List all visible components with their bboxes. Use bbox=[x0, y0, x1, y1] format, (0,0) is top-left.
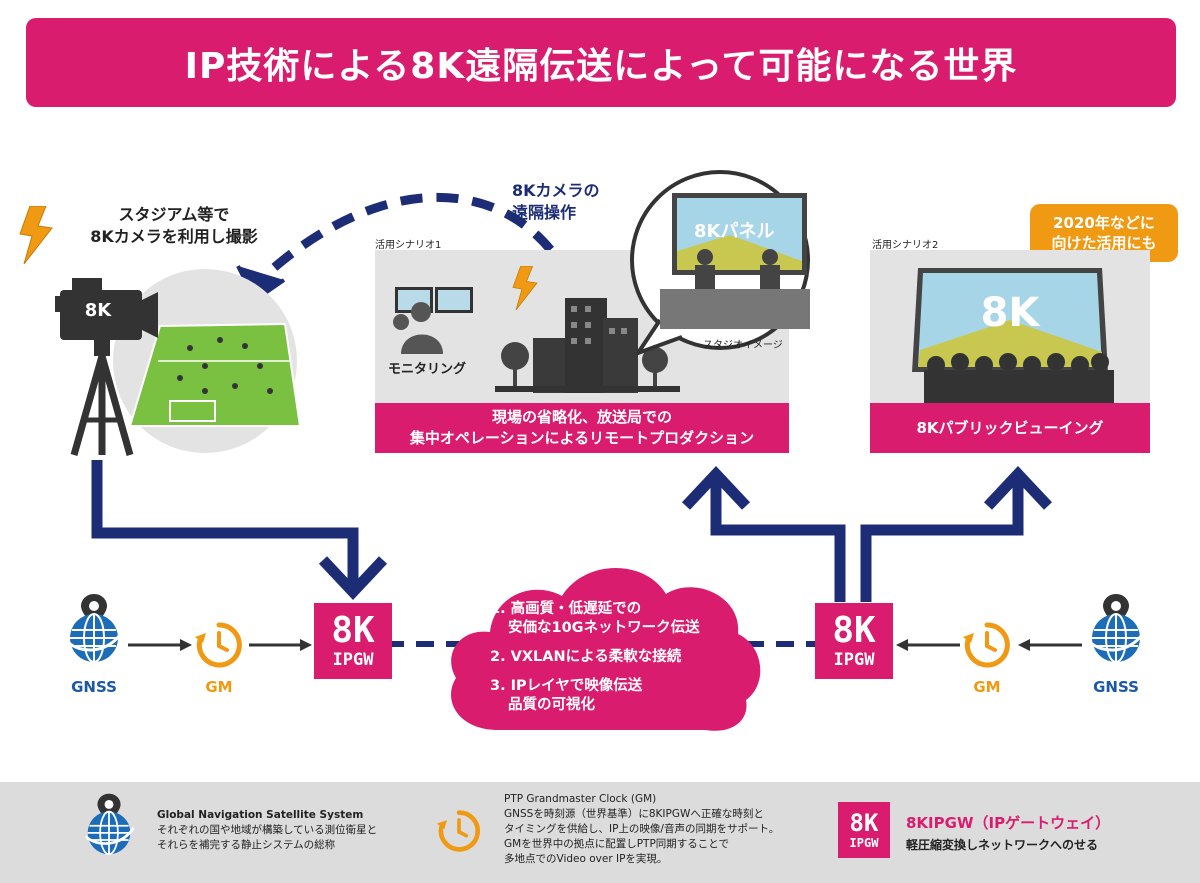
gnss-label-left: GNSS bbox=[71, 678, 117, 696]
gnss-globe-icon bbox=[66, 592, 122, 664]
monitoring-label: モニタリング bbox=[388, 362, 467, 377]
studio-bubble bbox=[630, 170, 810, 355]
monitoring-illustration bbox=[393, 287, 473, 354]
camera-badge: 8K bbox=[84, 300, 112, 321]
public-viewing-illustration bbox=[912, 268, 1114, 403]
signal-bolt-icon bbox=[16, 206, 56, 266]
gm-clock-icon bbox=[962, 620, 1012, 670]
signal-bolt-icon bbox=[510, 266, 540, 312]
ipgw-right: 8K IPGW bbox=[815, 603, 893, 679]
legend-gm: PTP Grandmaster Clock (GM) GNSSを時刻源（世界基準… bbox=[504, 793, 780, 865]
broadcast-building-illustration bbox=[495, 298, 680, 393]
studio-label: スタジオイメージ bbox=[703, 340, 783, 351]
stadium-caption: スタジアム等で 8Kカメラを利用し撮影 bbox=[90, 205, 258, 246]
legend-gnss: Global Navigation Satellite System それぞれの… bbox=[157, 809, 378, 851]
stadium-field-illustration bbox=[113, 269, 302, 453]
remote-caption: 8Kカメラの 遠隔操作 bbox=[512, 181, 600, 222]
scenario1-label: 活用シナリオ1 bbox=[375, 240, 442, 251]
ipgw-left: 8K IPGW bbox=[314, 603, 392, 679]
public-screen-label: 8K bbox=[980, 290, 1040, 336]
page-title: IP技術による8K遠隔伝送によって可能になる世界 bbox=[26, 18, 1176, 107]
scenario2-label: 活用シナリオ2 bbox=[872, 240, 939, 251]
scenario1-band: 現場の省略化、放送局での 集中オペレーションによるリモートプロダクション bbox=[375, 403, 789, 453]
legend-footer bbox=[0, 782, 1200, 883]
gm-label-left: GM bbox=[205, 678, 233, 696]
camera-illustration bbox=[55, 278, 158, 456]
cloud-item-2: 2. VXLANによる柔軟な接続 bbox=[490, 649, 682, 665]
gm-label-right: GM bbox=[973, 678, 1001, 696]
panel-label: 8Kパネル bbox=[694, 221, 775, 242]
gnss-globe-icon bbox=[1088, 592, 1144, 664]
gm-clock-icon bbox=[194, 620, 244, 670]
network-cloud bbox=[451, 567, 761, 731]
scenario2-band: 8Kパブリックビューイング bbox=[870, 403, 1150, 453]
gnss-globe-icon bbox=[84, 792, 134, 856]
cloud-item-1: 1. 高画質・低遅延での 安価な10Gネットワーク伝送 bbox=[490, 601, 700, 636]
cloud-item-3: 3. IPレイヤで映像伝送 品質の可視化 bbox=[490, 678, 643, 713]
gm-clock-icon bbox=[436, 808, 482, 854]
legend-ipgw-badge: 8K IPGW bbox=[838, 802, 890, 858]
legend-ipgw: 8KIPGW（IPゲートウェイ） 軽圧縮変換しネットワークへのせる bbox=[906, 814, 1111, 852]
gnss-label-right: GNSS bbox=[1093, 678, 1139, 696]
